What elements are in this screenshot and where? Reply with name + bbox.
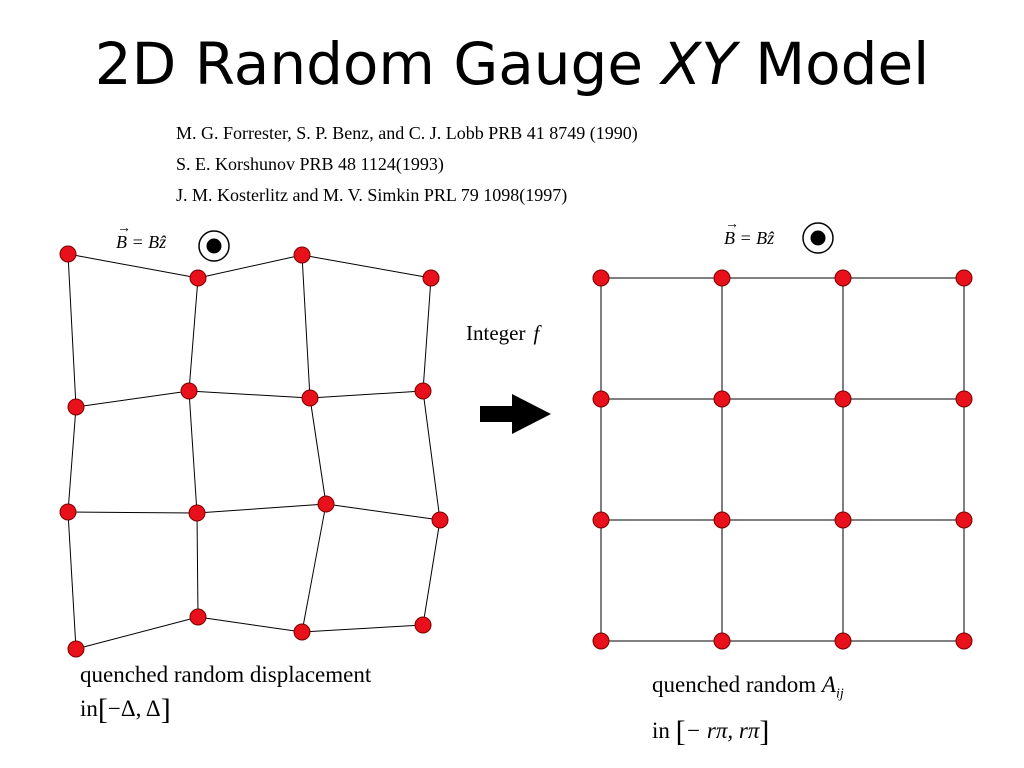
right-caption-variable: A [821, 672, 836, 697]
left-lattice-node-1-0 [67, 398, 85, 416]
left-lattice-node-0-2 [293, 246, 311, 264]
left-lattice-node-2-3 [431, 511, 449, 529]
left-lattice-edge-v-1-3 [422, 390, 441, 521]
left-lattice-edge-v-2-3 [422, 519, 441, 626]
right-lattice-node-1-2 [834, 390, 852, 408]
right-lattice-node-2-1 [713, 511, 731, 529]
reference-2: S. E. Korshunov PRB 48 1124(1993) [176, 154, 444, 174]
right-lattice-node-3-0 [592, 632, 610, 650]
title-prefix: 2D Random Gauge [94, 30, 662, 98]
title-italic: XY [661, 30, 737, 98]
field-out-of-page-icon-right [802, 222, 834, 254]
left-lattice-node-2-2 [317, 495, 335, 513]
right-lattice-node-1-3 [955, 390, 973, 408]
left-caption: quenched random displacement in[−Δ, Δ] [80, 658, 371, 727]
title-suffix: Model [736, 30, 930, 98]
right-lattice-node-1-0 [592, 390, 610, 408]
right-lattice-node-2-2 [834, 511, 852, 529]
left-lattice-node-1-1 [180, 382, 198, 400]
left-lattice-edge-v-1-2 [309, 397, 327, 505]
right-caption-in: in [652, 717, 670, 743]
field-equation: = B [131, 232, 160, 252]
left-caption-in: in [80, 696, 98, 721]
right-lattice-node-3-2 [834, 632, 852, 650]
left-lattice-edge-h-2-1 [196, 503, 327, 514]
right-lattice-node-2-3 [955, 511, 973, 529]
left-lattice-edges [67, 253, 441, 650]
right-arrow-icon [480, 394, 551, 434]
left-lattice-node-2-0 [59, 503, 77, 521]
right-caption-line2: in [− rπ, rπ] [652, 714, 770, 748]
field-unit-vector: ẑ [159, 232, 167, 252]
left-lattice-node-3-2 [293, 623, 311, 641]
right-caption-text: quenched random [652, 672, 822, 697]
left-caption-line1: quenched random displacement [80, 662, 372, 687]
right-caption: quenched random Aij in [− rπ, rπ] [652, 668, 844, 749]
references: M. G. Forrester, S. P. Benz, and C. J. L… [176, 118, 638, 211]
left-lattice-edge-h-0-1 [197, 254, 303, 279]
left-lattice-edge-v-1-0 [67, 406, 77, 513]
left-lattice-node-3-0 [67, 640, 85, 658]
right-caption-interval: − rπ, rπ [685, 717, 760, 743]
field-label-left: →B = Bẑ [116, 221, 167, 252]
left-lattice-edge-v-0-3 [422, 277, 432, 392]
left-lattice-node-1-2 [301, 389, 319, 407]
left-lattice-edge-h-2-0 [67, 511, 198, 514]
left-lattice-node-3-1 [189, 608, 207, 626]
reference-1: M. G. Forrester, S. P. Benz, and C. J. L… [176, 123, 638, 143]
arrow-label-variable: f [533, 321, 540, 345]
left-lattice-node-0-3 [422, 269, 440, 287]
left-lattice-edge-h-2-2 [325, 503, 441, 521]
left-lattice-edge-h-3-1 [197, 616, 303, 633]
right-lattice-node-0-3 [955, 269, 973, 287]
field-equation: = B [739, 228, 768, 248]
left-caption-line2: in[−Δ, Δ] [80, 693, 171, 726]
left-lattice-edge-v-0-1 [188, 277, 199, 392]
right-lattice-node-2-0 [592, 511, 610, 529]
left-lattice-edge-v-2-0 [67, 511, 77, 650]
field-label-right: →B = Bẑ [724, 217, 775, 248]
left-lattice-edge-h-1-2 [309, 390, 424, 399]
left-lattice-edge-h-0-0 [67, 253, 199, 279]
page-title: 2D Random Gauge XY Model [0, 30, 1024, 98]
right-lattice-node-0-0 [592, 269, 610, 287]
arrow-label: Integer f [466, 321, 539, 346]
right-lattice-edges [600, 277, 965, 642]
right-lattice-node-3-1 [713, 632, 731, 650]
field-vector-symbol: B [724, 228, 735, 248]
left-lattice-edge-h-1-1 [188, 390, 311, 399]
reference-3: J. M. Kosterlitz and M. V. Simkin PRL 79… [176, 185, 568, 205]
left-lattice-edge-v-2-1 [196, 512, 199, 618]
right-lattice-node-3-3 [955, 632, 973, 650]
left-lattice-edge-h-1-0 [75, 390, 190, 408]
field-vector-symbol: B [116, 232, 127, 252]
left-lattice-node-0-1 [189, 269, 207, 287]
field-unit-vector: ẑ [767, 228, 775, 248]
left-lattice-nodes [59, 245, 449, 658]
left-lattice-node-3-3 [414, 616, 432, 634]
left-lattice-edge-h-3-2 [301, 624, 424, 633]
right-lattice-nodes [592, 269, 973, 650]
left-lattice-edge-v-0-2 [301, 254, 311, 399]
left-lattice-edge-v-0-0 [67, 253, 77, 408]
right-caption-subscript: ij [835, 686, 844, 702]
left-lattice-edge-v-2-2 [301, 503, 327, 633]
left-caption-interval: −Δ, Δ [107, 696, 161, 721]
right-lattice-node-0-1 [713, 269, 731, 287]
right-caption-line1: quenched random Aij [652, 668, 844, 712]
field-out-of-page-icon-left [198, 230, 230, 262]
right-lattice-node-0-2 [834, 269, 852, 287]
left-lattice-node-0-0 [59, 245, 77, 263]
left-lattice-edge-h-0-2 [301, 254, 432, 279]
right-lattice-node-1-1 [713, 390, 731, 408]
left-lattice-node-1-3 [414, 382, 432, 400]
left-lattice-edge-v-1-1 [188, 390, 198, 514]
arrow-label-text: Integer [466, 321, 526, 345]
left-lattice-edge-h-3-0 [75, 616, 199, 650]
left-lattice-node-2-1 [188, 504, 206, 522]
